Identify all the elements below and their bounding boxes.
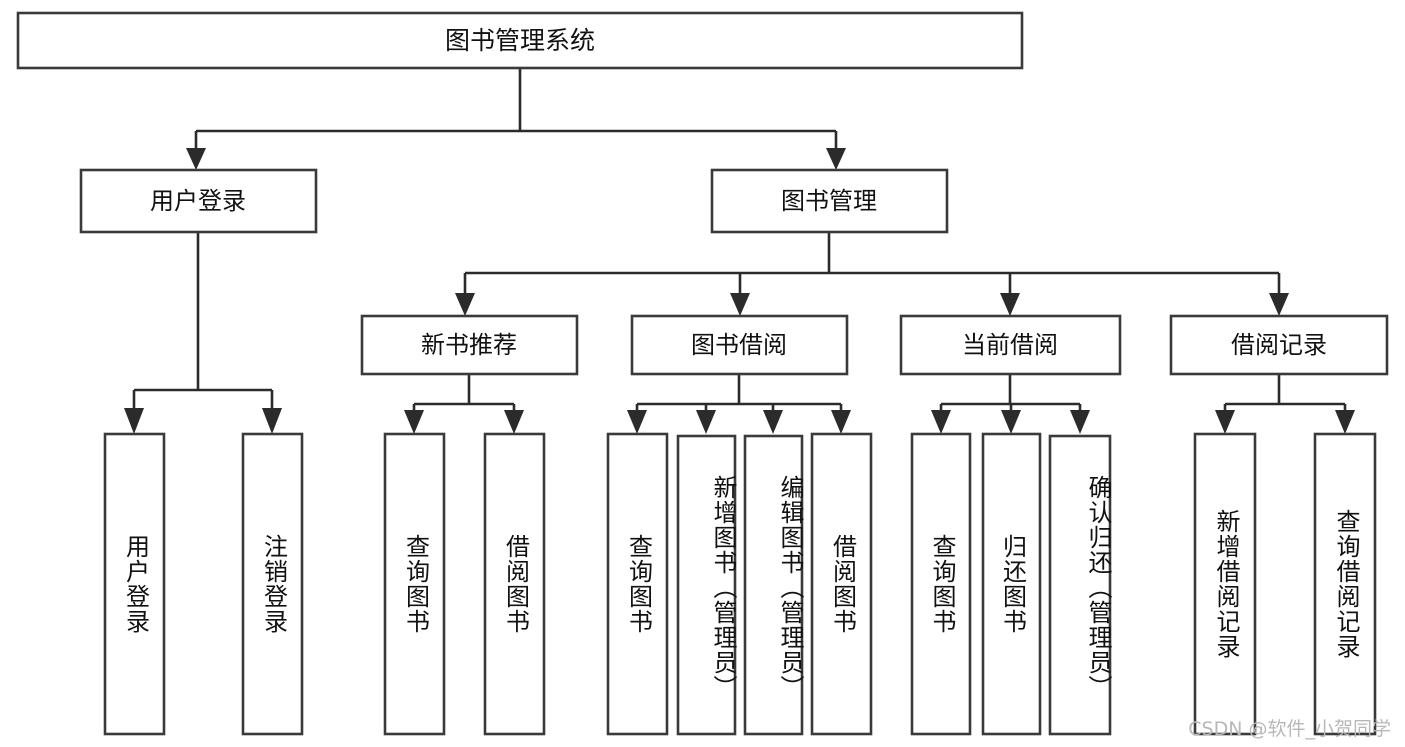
leaf-box-logout[interactable] <box>241 432 304 736</box>
node-root-box[interactable] <box>16 11 1024 70</box>
node-borrow-record[interactable]: 借阅记录 <box>1169 314 1389 376</box>
node-borrow-record-label: 借阅记录 <box>1231 331 1327 359</box>
node-new-book-recommend-box[interactable] <box>360 314 579 376</box>
node-current-borrow-box[interactable] <box>899 314 1122 376</box>
connector-group-borrow-record <box>1215 374 1355 434</box>
node-book-management-label: 图书管理 <box>781 187 877 215</box>
connector-group-book-management <box>455 232 1289 316</box>
leaf-box-query-borrow-record[interactable] <box>1313 432 1377 736</box>
node-user-login-box[interactable] <box>79 168 318 234</box>
leaf-box-query-book-1[interactable] <box>383 432 446 736</box>
leaf-box-add-book-admin[interactable] <box>676 434 737 736</box>
arrow-head-icon <box>186 148 206 170</box>
connector-group-user-login <box>124 232 282 434</box>
arrow-head-icon <box>931 410 951 434</box>
node-current-borrow-label: 当前借阅 <box>962 331 1058 359</box>
arrow-head-icon <box>262 408 282 434</box>
leaf-box-query-book-3[interactable] <box>910 432 972 736</box>
arrow-head-icon <box>1070 410 1090 434</box>
node-book-borrow-label: 图书借阅 <box>691 331 787 359</box>
arrow-head-icon <box>1215 410 1235 434</box>
leaf-box-user-login[interactable] <box>103 432 166 736</box>
leaf-box-borrow-book-2[interactable] <box>810 432 873 736</box>
arrow-head-icon <box>504 410 524 434</box>
connector-group-current-borrow <box>931 374 1090 434</box>
node-root-label: 图书管理系统 <box>445 26 595 55</box>
connector-group-book-borrow <box>627 374 851 434</box>
node-book-management[interactable]: 图书管理 <box>710 168 949 234</box>
arrow-head-icon <box>826 148 846 170</box>
arrow-head-icon <box>1269 293 1289 316</box>
node-current-borrow[interactable]: 当前借阅 <box>899 314 1122 376</box>
node-new-book-recommend[interactable]: 新书推荐 <box>360 314 579 376</box>
leaf-box-confirm-return-admin[interactable] <box>1048 434 1112 736</box>
node-book-borrow[interactable]: 图书借阅 <box>630 314 849 376</box>
node-borrow-record-box[interactable] <box>1169 314 1389 376</box>
arrow-head-icon <box>1335 410 1355 434</box>
node-new-book-recommend-label: 新书推荐 <box>421 331 517 359</box>
arrow-head-icon <box>455 293 475 316</box>
leaf-box-return-book[interactable] <box>981 432 1042 736</box>
arrow-head-icon <box>1001 410 1021 434</box>
arrow-head-icon <box>124 408 144 434</box>
leaf-box-borrow-book-1[interactable] <box>483 432 546 736</box>
arrow-head-icon <box>763 410 783 434</box>
arrow-head-icon <box>831 410 851 434</box>
node-book-management-box[interactable] <box>710 168 949 234</box>
arrow-head-icon <box>404 410 424 434</box>
arrow-head-icon <box>1000 293 1020 316</box>
leaf-box-query-book-2[interactable] <box>606 432 669 736</box>
arrow-head-icon <box>627 410 647 434</box>
arrow-head-icon <box>696 410 716 434</box>
arrow-head-icon <box>730 293 750 316</box>
watermark-text: CSDN @软件_小贺同学 <box>1188 718 1391 740</box>
leaf-box-edit-book-admin[interactable] <box>743 434 804 736</box>
node-user-login[interactable]: 用户登录 <box>79 168 318 234</box>
node-root[interactable]: 图书管理系统 <box>16 11 1024 70</box>
node-book-borrow-box[interactable] <box>630 314 849 376</box>
connector-group-root <box>186 68 846 170</box>
node-user-login-label: 用户登录 <box>150 187 246 215</box>
connector-group-new-book <box>404 374 524 434</box>
leaf-box-add-borrow-record[interactable] <box>1193 432 1257 736</box>
